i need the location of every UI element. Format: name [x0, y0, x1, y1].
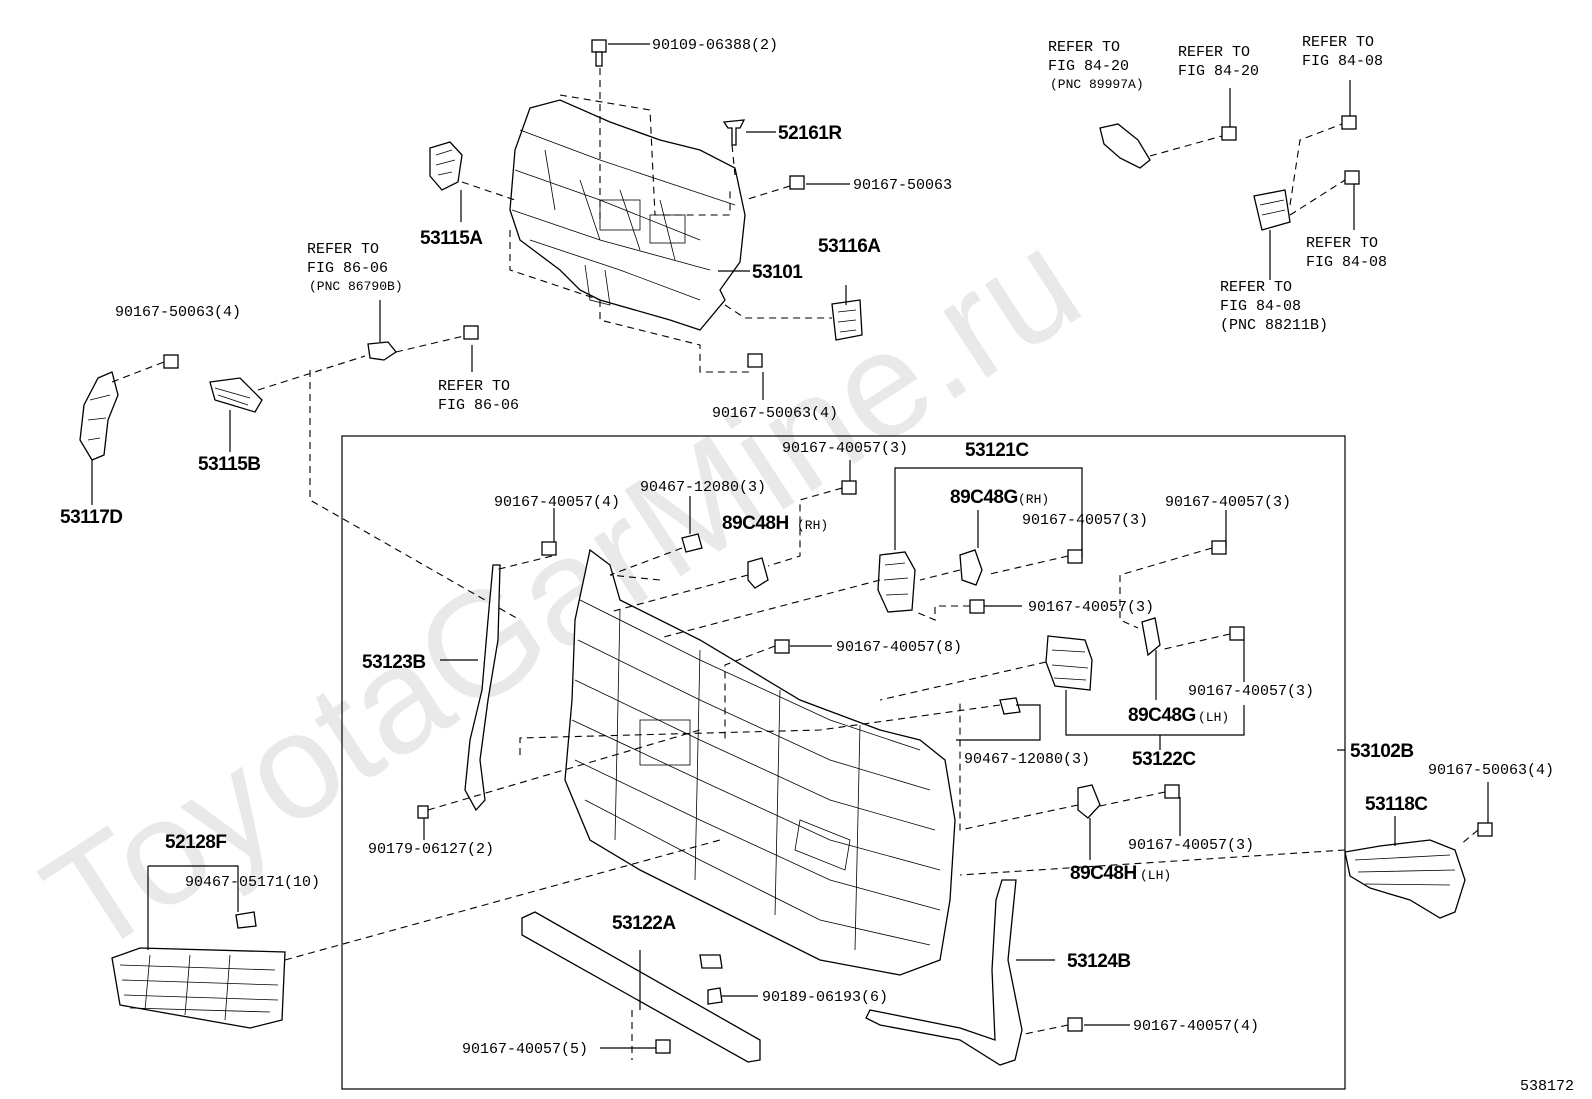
part-53115A-drawing [429, 141, 463, 191]
refer-fig-84-08-c: REFER TO FIG 84-08 (PNC 88211B) [1220, 279, 1328, 334]
svg-text:FIG 84-08: FIG 84-08 [1306, 254, 1387, 271]
svg-text:REFER TO: REFER TO [438, 378, 510, 395]
refer-fig-84-08-a: REFER TO FIG 84-08 [1302, 34, 1383, 70]
label-90167-40057-3a: 90167-40057(3) [782, 440, 908, 457]
label-lh-1: (LH) [1198, 710, 1229, 725]
label-53122A: 53122A [612, 913, 676, 934]
figure-id: 538172 [1520, 1078, 1574, 1095]
refer-fig-84-20-a: REFER TO FIG 84-20 (PNC 89997A) [1048, 39, 1144, 92]
part-52161R-drawing [722, 119, 746, 146]
label-rh-2: (RH) [797, 518, 828, 533]
svg-text:FIG 84-20: FIG 84-20 [1178, 63, 1259, 80]
part-52128F-drawing [111, 947, 286, 1029]
label-90167-50063-b: 90167-50063(4) [712, 405, 838, 422]
svg-text:(PNC 86790B): (PNC 86790B) [309, 279, 403, 294]
svg-text:FIG 86-06: FIG 86-06 [307, 260, 388, 277]
label-90167-40057-5: 90167-40057(5) [462, 1041, 588, 1058]
label-90167-40057-4a: 90167-40057(4) [494, 494, 620, 511]
label-90167-40057-4b: 90167-40057(4) [1133, 1018, 1259, 1035]
label-90167-40057-3b: 90167-40057(3) [1022, 512, 1148, 529]
label-53117D: 53117D [60, 507, 123, 528]
label-90167-40057-3e: 90167-40057(3) [1188, 683, 1314, 700]
label-90167-40057-3c: 90167-40057(3) [1165, 494, 1291, 511]
label-52128F: 52128F [165, 832, 226, 853]
clip-90179-06127-drawing [417, 805, 429, 819]
svg-text:REFER TO: REFER TO [1178, 44, 1250, 61]
svg-text:(PNC 88211B): (PNC 88211B) [1220, 317, 1328, 334]
part-53102B-drawing [564, 548, 956, 976]
sensor-88211B-drawing [1253, 189, 1291, 231]
label-89C48G-lh: 89C48G [1128, 705, 1196, 726]
part-53115B-drawing [209, 377, 263, 413]
part-89C48H-rh-drawing [747, 557, 769, 589]
label-53123B: 53123B [362, 652, 426, 673]
bolt-90109-drawing [591, 39, 607, 67]
label-90167-50063-d: 90167-50063(4) [1428, 762, 1554, 779]
label-90167-50063-c: 90167-50063(4) [115, 304, 241, 321]
svg-text:REFER TO: REFER TO [1048, 39, 1120, 56]
clip-90467-05171-drawing [235, 911, 257, 929]
part-53121C-drawing [877, 551, 916, 613]
label-53122C: 53122C [1132, 749, 1196, 770]
label-89C48G-rh: 89C48G [950, 487, 1018, 508]
label-53124B: 53124B [1067, 951, 1131, 972]
label-90167-50063-a: 90167-50063 [853, 177, 952, 194]
label-90189-06193: 90189-06193(6) [762, 989, 888, 1006]
label-53115B: 53115B [198, 454, 261, 475]
svg-text:REFER TO: REFER TO [1302, 34, 1374, 51]
label-89C48H-lh: 89C48H [1070, 863, 1137, 884]
label-90167-40057-3f: 90167-40057(3) [1128, 837, 1254, 854]
svg-text:(PNC 89997A): (PNC 89997A) [1050, 77, 1144, 92]
label-90467-12080-a: 90467-12080(3) [640, 479, 766, 496]
clip-90189-06193-drawing [699, 954, 723, 969]
part-53118C-drawing [1344, 839, 1466, 919]
refer-fig-84-08-b: REFER TO FIG 84-08 [1306, 235, 1387, 271]
svg-text:REFER TO: REFER TO [1220, 279, 1292, 296]
label-90167-40057-3d: 90167-40057(3) [1028, 599, 1154, 616]
part-53124B-drawing [865, 879, 1023, 1066]
part-53122C-drawing [1045, 635, 1093, 691]
label-90467-12080-b: 90467-12080(3) [964, 751, 1090, 768]
label-53101: 53101 [752, 262, 803, 283]
part-89C48G-rh-drawing [959, 549, 983, 586]
svg-text:REFER TO: REFER TO [307, 241, 379, 258]
label-90167-40057-8: 90167-40057(8) [836, 639, 962, 656]
label-53115A: 53115A [420, 228, 483, 249]
assembly-frame [341, 435, 1346, 1090]
part-53101-drawing [509, 99, 746, 331]
label-89C48H-rh: 89C48H [722, 513, 789, 534]
refer-fig-84-20-b: REFER TO FIG 84-20 [1178, 44, 1259, 80]
part-53122A-drawing [521, 911, 761, 1063]
part-89C48H-lh-drawing [1077, 784, 1101, 819]
label-53116A: 53116A [818, 236, 881, 257]
sensor-89997A-drawing [1099, 123, 1151, 169]
label-rh-1: (RH) [1018, 492, 1049, 507]
svg-text:REFER TO: REFER TO [1306, 235, 1378, 252]
bolt-icons [163, 115, 1493, 1054]
refer-fig-86-06-a: REFER TO FIG 86-06 (PNC 86790B) [307, 241, 403, 294]
label-90109-06388: 90109-06388(2) [652, 37, 778, 54]
label-53102B: 53102B [1350, 741, 1414, 762]
label-52161R: 52161R [778, 123, 842, 144]
svg-text:FIG 84-08: FIG 84-08 [1302, 53, 1383, 70]
clip-90467-12080-b-drawing [999, 697, 1021, 715]
label-53121C: 53121C [965, 440, 1029, 461]
svg-text:FIG 84-20: FIG 84-20 [1048, 58, 1129, 75]
label-90179-06127: 90179-06127(2) [368, 841, 494, 858]
connector-86790B-drawing [367, 341, 397, 361]
refer-fig-86-06-b: REFER TO FIG 86-06 [438, 378, 519, 414]
label-90467-05171: 90467-05171(10) [185, 874, 320, 891]
label-lh-2: (LH) [1140, 868, 1171, 883]
clip-90467-12080-a-drawing [681, 533, 703, 553]
svg-text:FIG 84-08: FIG 84-08 [1220, 298, 1301, 315]
part-89C48G-lh-drawing [1141, 617, 1161, 657]
part-53123B-drawing [464, 564, 501, 812]
label-53118C: 53118C [1365, 794, 1428, 815]
part-53117D-drawing [79, 371, 119, 461]
svg-text:FIG 86-06: FIG 86-06 [438, 397, 519, 414]
part-53116A-drawing [831, 299, 863, 341]
